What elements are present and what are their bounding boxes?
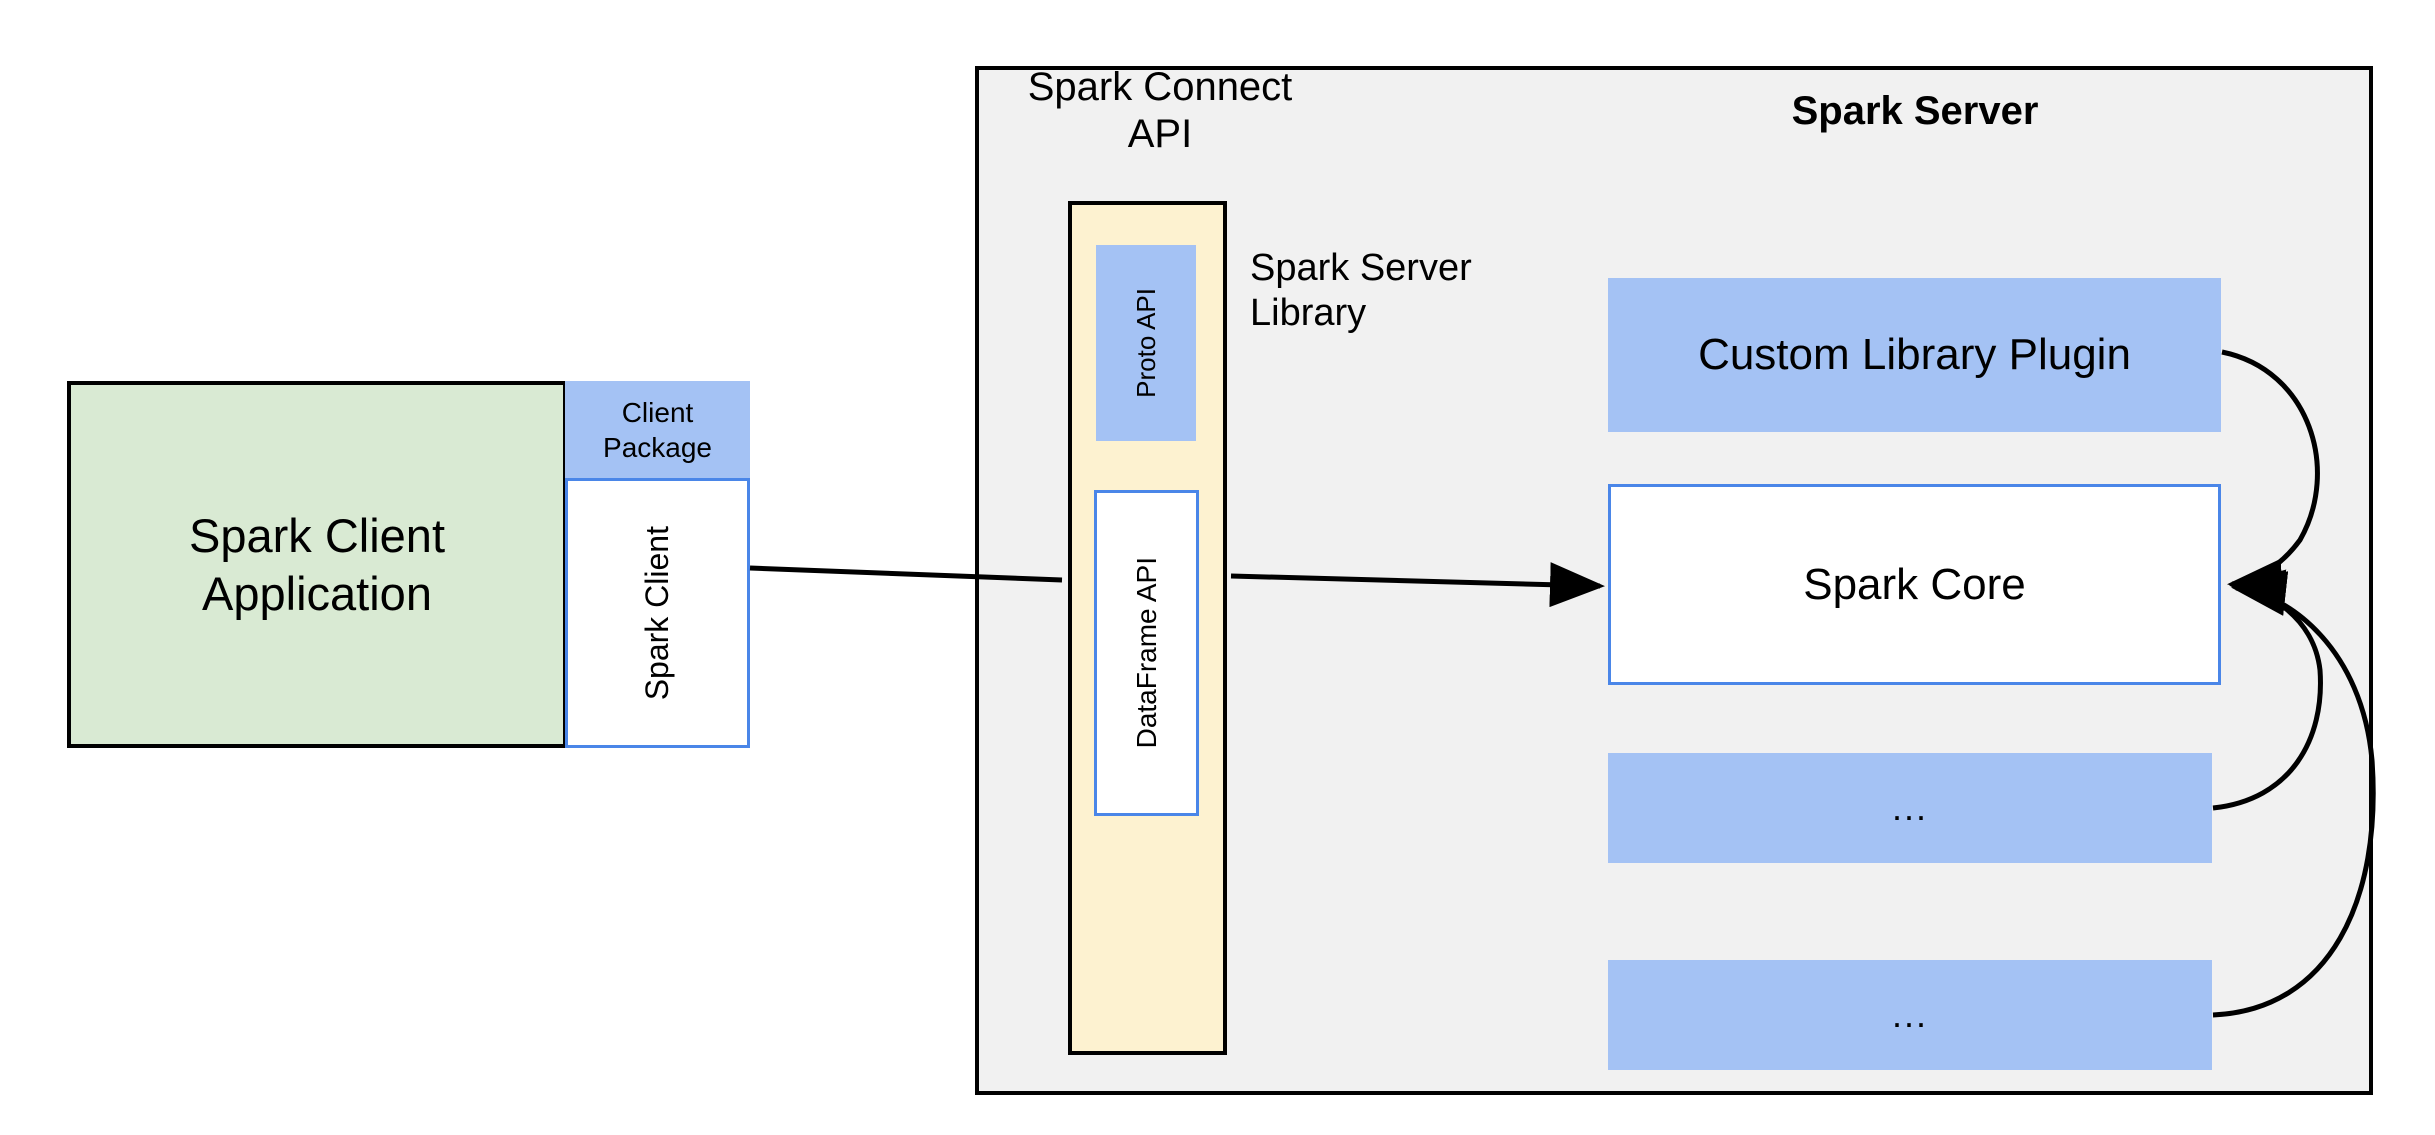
dataframe-api-label: DataFrame API: [1130, 557, 1162, 749]
spark-client-application-box[interactable]: Spark Client Application: [67, 381, 567, 748]
custom-library-plugin-label: Custom Library Plugin: [1698, 330, 2131, 379]
client-package-label: Client Package: [603, 397, 712, 463]
spark-server-library-label: Spark Server Library: [1250, 247, 1472, 334]
server-component-placeholder-2[interactable]: ...: [1608, 960, 2212, 1070]
server-component-placeholder-1[interactable]: ...: [1608, 753, 2212, 863]
server-component-placeholder-1-label: ...: [1891, 787, 1928, 828]
server-component-placeholder-2-label: ...: [1891, 994, 1928, 1035]
custom-library-plugin-box[interactable]: Custom Library Plugin: [1608, 278, 2221, 432]
spark-core-box[interactable]: Spark Core: [1608, 484, 2221, 685]
spark-client-box[interactable]: Spark Client: [565, 478, 750, 748]
dataframe-api-box[interactable]: DataFrame API: [1094, 490, 1199, 816]
proto-api-box[interactable]: Proto API: [1096, 245, 1196, 441]
spark-client-label: Spark Client: [639, 525, 675, 701]
spark-server-title: Spark Server: [1791, 89, 2039, 133]
spark-core-label: Spark Core: [1803, 559, 2026, 609]
proto-api-label: Proto API: [1130, 288, 1161, 398]
spark-connect-api-label: Spark Connect API: [1027, 65, 1293, 157]
spark-client-application-label: Spark Client Application: [189, 509, 445, 620]
client-package-box[interactable]: Client Package: [565, 381, 750, 479]
